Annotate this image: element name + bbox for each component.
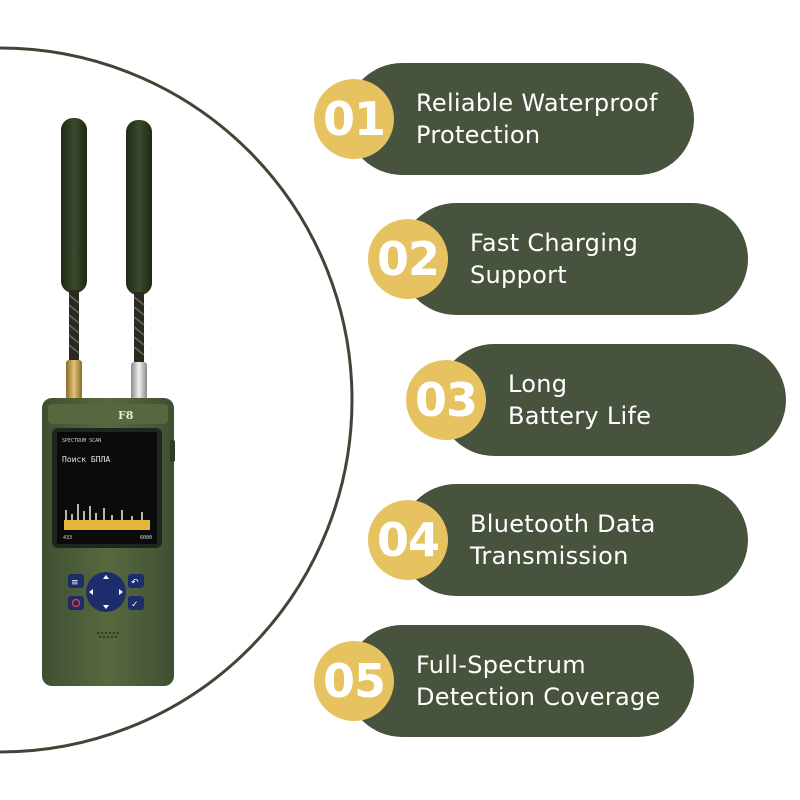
model-label: F8 (118, 409, 134, 422)
svg-text:✓: ✓ (131, 600, 139, 610)
feature-label: Reliable Waterproof Protection (416, 63, 658, 175)
feature-label-line2: Support (470, 261, 567, 289)
feature-item-4: 04 Bluetooth Data Transmission (0, 484, 800, 596)
feature-label-line2: Protection (416, 121, 541, 149)
feature-item-1: 01 Reliable Waterproof Protection (0, 63, 800, 175)
feature-label-line2: Transmission (470, 542, 629, 570)
feature-label: Full-Spectrum Detection Coverage (416, 625, 661, 737)
feature-pill (400, 484, 748, 596)
device-keypad: ≡ ↶ ✓ (68, 572, 144, 612)
feature-item-2: 02 Fast Charging Support (0, 203, 800, 315)
feature-pill (400, 203, 748, 315)
feature-number-badge: 03 (406, 360, 486, 440)
feature-label: Long Battery Life (508, 344, 651, 456)
feature-item-5: 05 Full-Spectrum Detection Coverage (0, 625, 800, 737)
feature-label-line1: Long (508, 370, 568, 398)
antenna-left (61, 118, 87, 400)
feature-number-badge: 01 (314, 79, 394, 159)
screen-title: Поиск БПЛА (62, 455, 110, 464)
feature-label-line2: Battery Life (508, 402, 652, 430)
axis-end: 6000 (140, 535, 152, 541)
menu-key (68, 574, 84, 588)
svg-text:↶: ↶ (131, 578, 139, 588)
feature-label-line1: Full-Spectrum (416, 651, 586, 679)
dpad (86, 572, 126, 612)
antenna-right (126, 120, 152, 400)
feature-label-line1: Bluetooth Data (470, 510, 656, 538)
feature-label-line1: Reliable Waterproof (416, 89, 658, 117)
back-key (128, 574, 144, 588)
speaker-grill (96, 631, 120, 639)
feature-pill (438, 344, 786, 456)
screen-header: SPECTRUM SCAN (62, 438, 101, 444)
feature-number-badge: 02 (368, 219, 448, 299)
ok-key (128, 596, 144, 610)
axis-start: 433 (63, 535, 72, 541)
spectrum-detector-device: F8 SPECTRUM SCAN Поиск БПЛА 433 6000 ≡ ↶… (42, 118, 175, 686)
svg-text:≡: ≡ (71, 578, 79, 588)
feature-number-badge: 04 (368, 500, 448, 580)
feature-label-line2: Detection Coverage (416, 683, 661, 711)
feature-pill (346, 63, 694, 175)
feature-label: Fast Charging Support (470, 203, 638, 315)
feature-item-3: 03 Long Battery Life (0, 344, 800, 456)
feature-number-badge: 05 (314, 641, 394, 721)
feature-pill (346, 625, 694, 737)
feature-label-line1: Fast Charging (470, 229, 639, 257)
feature-label: Bluetooth Data Transmission (470, 484, 656, 596)
power-key (68, 596, 84, 610)
spectrum-graph (64, 504, 150, 530)
